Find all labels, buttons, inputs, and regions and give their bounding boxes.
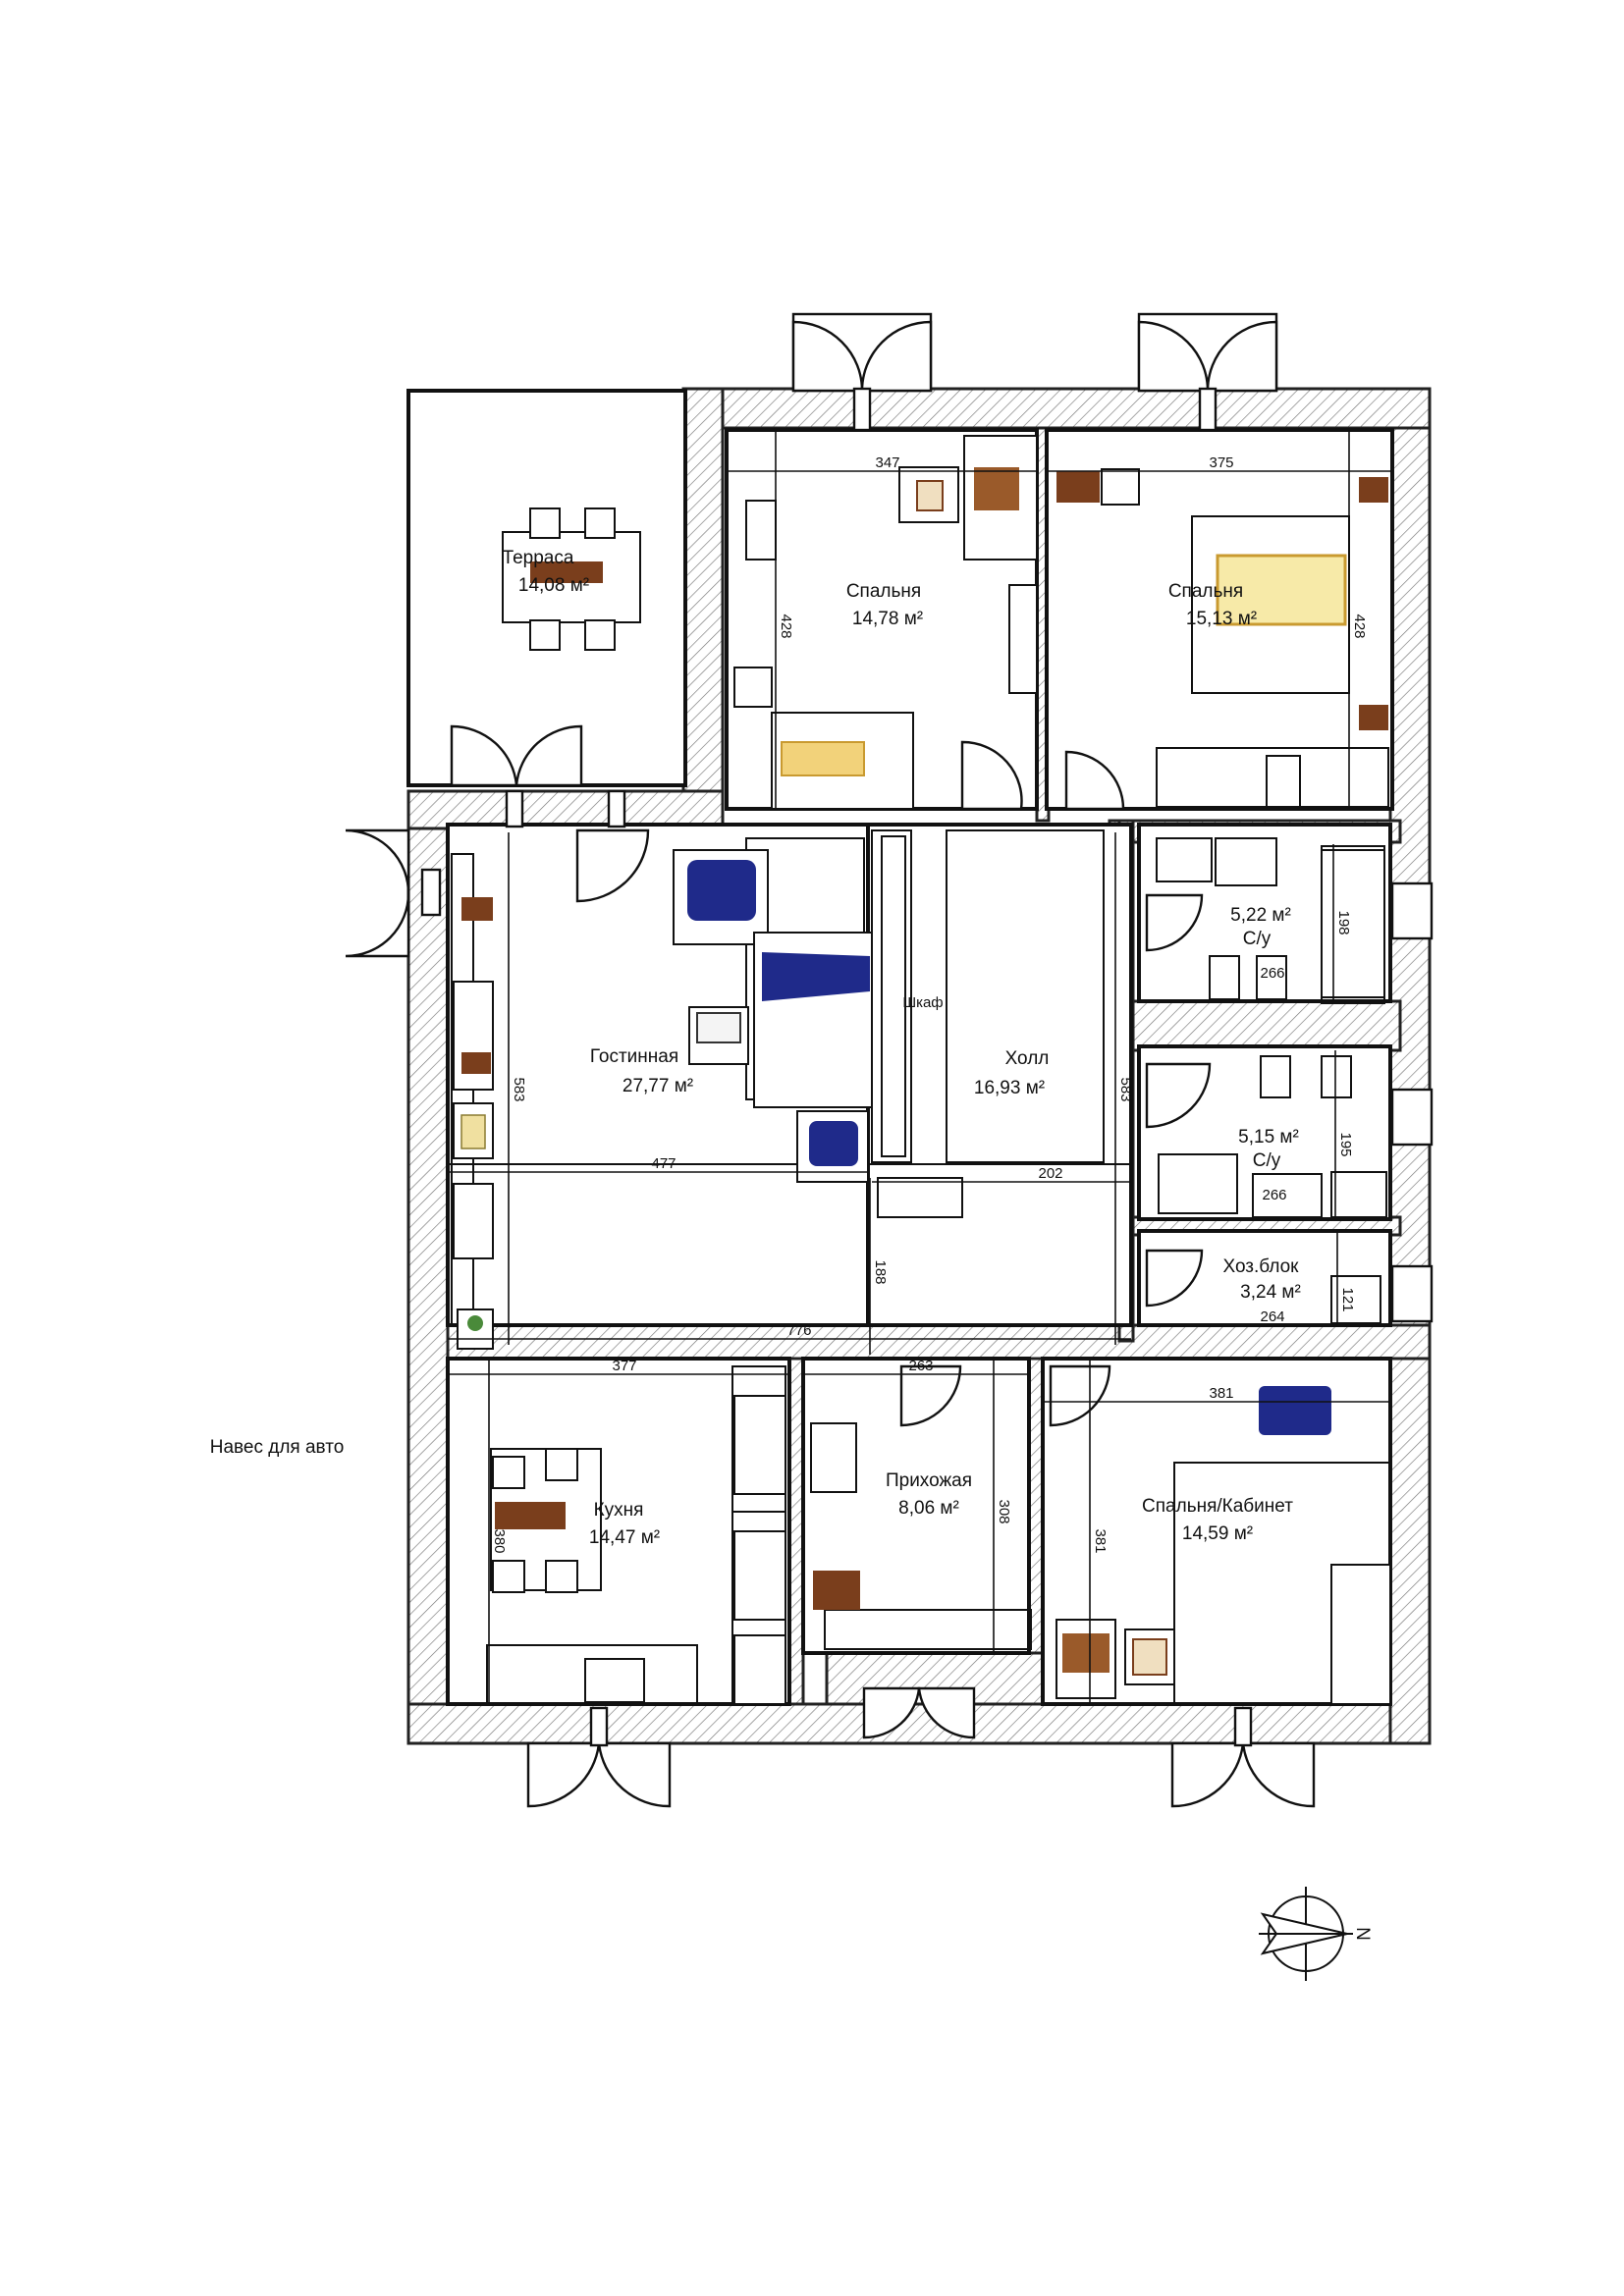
door-arc bbox=[1145, 1249, 1204, 1308]
wardrobe-icon bbox=[745, 500, 777, 561]
room-area-utility: 3,24 м² bbox=[1240, 1282, 1301, 1303]
room-area-terrace: 14,08 м² bbox=[518, 575, 589, 596]
room-area-bedroom1: 14,78 м² bbox=[852, 609, 923, 629]
dim-utility-w: 264 bbox=[1260, 1308, 1284, 1325]
dim-entrance-h: 308 bbox=[996, 1499, 1012, 1523]
dim-office-h: 381 bbox=[1092, 1528, 1109, 1553]
double-door-icon[interactable] bbox=[862, 1686, 976, 1739]
bed-icon bbox=[1216, 554, 1347, 626]
dim-bedroom1-h: 428 bbox=[778, 614, 794, 638]
room-area-living: 27,77 м² bbox=[623, 1076, 693, 1096]
dim-utility-h: 121 bbox=[1339, 1287, 1356, 1311]
sink-icon bbox=[1252, 1173, 1323, 1218]
dim-wc1-w: 266 bbox=[1260, 965, 1284, 982]
bathtub-icon bbox=[1321, 849, 1385, 998]
dimension-lines bbox=[448, 432, 1390, 1704]
desk-icon bbox=[974, 467, 1019, 510]
dim-living-h: 583 bbox=[511, 1077, 527, 1101]
plant-icon bbox=[457, 1308, 494, 1350]
bathtub-icon bbox=[1158, 1153, 1238, 1214]
room-area-office: 14,59 м² bbox=[1182, 1523, 1253, 1544]
toilet-icon bbox=[1321, 1055, 1352, 1098]
dim-kitchen-h: 380 bbox=[491, 1528, 508, 1553]
dim-wc2-h: 195 bbox=[1337, 1132, 1354, 1156]
dim-total-w: 776 bbox=[786, 1322, 811, 1339]
nightstand-icon bbox=[733, 667, 773, 708]
door-arc bbox=[1064, 750, 1125, 811]
dimension-labels: 347 375 428 428 583 583 477 202 776 188 … bbox=[491, 454, 1368, 1554]
room-name-entrance: Прихожая bbox=[886, 1470, 972, 1491]
sofa-icon bbox=[753, 932, 873, 1108]
double-door-icon[interactable] bbox=[450, 724, 626, 828]
door-arc bbox=[1049, 1364, 1111, 1427]
double-door-icon[interactable] bbox=[345, 828, 442, 958]
room-name-living: Гостинная bbox=[590, 1046, 678, 1067]
carport-label: Навес для авто bbox=[210, 1437, 345, 1458]
dim-hall-w: 202 bbox=[1038, 1165, 1062, 1182]
outer-walls bbox=[406, 387, 1432, 1745]
furniture bbox=[453, 435, 1391, 1705]
dim-wc2-w: 266 bbox=[1262, 1187, 1286, 1203]
room-area-entrance: 8,06 м² bbox=[898, 1498, 959, 1519]
room-area-hall: 16,93 м² bbox=[974, 1078, 1045, 1098]
room-name-kitchen: Кухня bbox=[594, 1500, 644, 1521]
table-icon bbox=[502, 507, 641, 651]
double-door-icon[interactable] bbox=[526, 1706, 672, 1808]
desk-icon bbox=[1056, 1619, 1116, 1699]
compass-letter: N bbox=[1352, 1927, 1373, 1941]
double-door-icon[interactable] bbox=[1137, 312, 1278, 432]
double-door-icon[interactable] bbox=[1170, 1706, 1316, 1808]
door-arc bbox=[575, 828, 650, 903]
door-arc bbox=[1145, 893, 1204, 952]
doors bbox=[345, 312, 1434, 1808]
sink-icon bbox=[1215, 837, 1277, 886]
dim-office-w: 381 bbox=[1209, 1385, 1233, 1402]
toilet-icon bbox=[1256, 955, 1287, 1000]
room-area-wc2: 5,15 м² bbox=[1238, 1127, 1299, 1148]
room-name-wc2: С/у bbox=[1253, 1150, 1281, 1171]
hall-room bbox=[866, 823, 1133, 1327]
armchair-icon bbox=[673, 849, 769, 945]
armchair-icon bbox=[796, 1110, 869, 1183]
dim-hall-h: 583 bbox=[1117, 1077, 1134, 1101]
dim-entrance-w: 263 bbox=[908, 1358, 933, 1374]
room-name-office: Спальня/Кабинет bbox=[1142, 1496, 1293, 1517]
room-labels: Терраса 14,08 м² Спальня 14,78 м² Спальн… bbox=[503, 548, 1301, 1548]
room-name-terrace: Терраса bbox=[503, 548, 574, 568]
room-name-wc1: С/у bbox=[1243, 929, 1272, 949]
toilet-icon bbox=[1209, 955, 1240, 1000]
room-name-bedroom1: Спальня bbox=[846, 581, 921, 602]
room-name-hall: Холл bbox=[1005, 1048, 1050, 1069]
closet-label: Шкаф bbox=[902, 994, 943, 1011]
dim-wc1-h: 198 bbox=[1335, 910, 1352, 934]
room-area-wc1: 5,22 м² bbox=[1230, 905, 1291, 926]
dim-bedroom2-h: 428 bbox=[1351, 614, 1368, 638]
armchair-icon bbox=[1124, 1629, 1175, 1685]
table-icon bbox=[688, 1006, 749, 1065]
compass-icon bbox=[1259, 1887, 1353, 1981]
door-arc bbox=[960, 740, 1023, 811]
room-name-utility: Хоз.блок bbox=[1222, 1256, 1299, 1277]
bed-icon bbox=[781, 741, 865, 776]
double-door-icon[interactable] bbox=[791, 312, 933, 432]
table-icon bbox=[490, 1448, 602, 1593]
room-area-bedroom2: 15,13 м² bbox=[1186, 609, 1257, 629]
dim-kitchen-w: 377 bbox=[612, 1358, 636, 1374]
dim-living-w: 477 bbox=[651, 1155, 676, 1172]
dim-bedroom1-w: 347 bbox=[875, 454, 899, 471]
dim-bedroom2-w: 375 bbox=[1209, 454, 1233, 471]
room-area-kitchen: 14,47 м² bbox=[589, 1527, 660, 1548]
toilet-icon bbox=[1260, 1055, 1291, 1098]
dim-corridor: 188 bbox=[872, 1259, 889, 1284]
door-arc bbox=[1145, 1062, 1212, 1129]
wardrobe-icon bbox=[1008, 584, 1038, 694]
room-name-bedroom2: Спальня bbox=[1168, 581, 1243, 602]
